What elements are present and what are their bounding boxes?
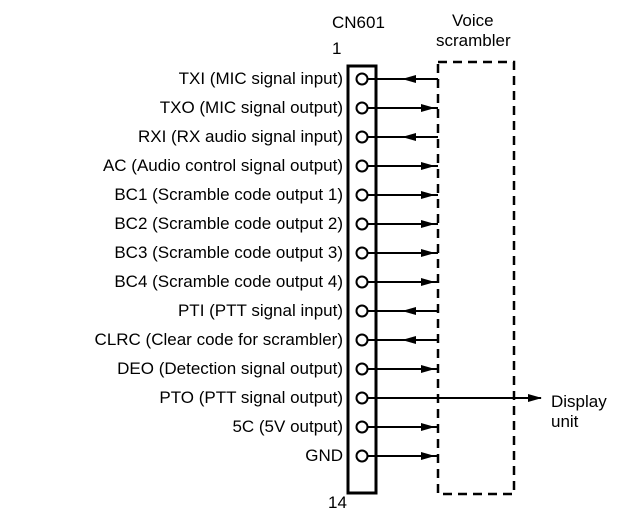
pin-terminal (355, 188, 369, 202)
pin-label: GND (305, 446, 343, 465)
pin-label: PTO (PTT signal output) (159, 388, 343, 407)
pin-terminal (355, 217, 369, 231)
pin-label: TXI (MIC signal input) (178, 69, 343, 88)
pin-label: BC1 (Scramble code output 1) (114, 185, 343, 204)
pin-label: BC2 (Scramble code output 2) (114, 214, 343, 233)
pin-number-last: 14 (328, 493, 347, 512)
pin-terminal (355, 275, 369, 289)
display-unit-label-line1: Display (551, 392, 607, 411)
scrambler-label-line2: scrambler (436, 31, 511, 50)
voice-scrambler-box (436, 60, 516, 496)
pin-terminal (355, 391, 369, 405)
pin-terminal (355, 159, 369, 173)
pin-label: DEO (Detection signal output) (117, 359, 343, 378)
pin-terminal (355, 333, 369, 347)
pin-label: TXO (MIC signal output) (159, 98, 343, 117)
pin-label: BC3 (Scramble code output 3) (114, 243, 343, 262)
pin-label: 5C (5V output) (232, 417, 343, 436)
pin-terminal (355, 72, 369, 86)
pin-terminal (355, 101, 369, 115)
pin-label: RXI (RX audio signal input) (137, 127, 343, 146)
pin-number-first: 1 (332, 39, 342, 58)
pin-terminal (355, 362, 369, 376)
connector-name: CN601 (332, 13, 385, 32)
pin-label: BC4 (Scramble code output 4) (114, 272, 343, 291)
pin-terminal (355, 246, 369, 260)
pin-terminal (355, 420, 369, 434)
pin-terminal (355, 304, 369, 318)
pin-terminal (355, 130, 369, 144)
display-unit-label-line2: unit (551, 412, 579, 431)
pin-label: CLRC (Clear code for scrambler) (94, 330, 343, 349)
pin-terminal (355, 449, 369, 463)
scrambler-label-line1: Voice (452, 11, 494, 30)
pin-label: AC (Audio control signal output) (102, 156, 343, 175)
pin-label: PTI (PTT signal input) (177, 301, 343, 320)
